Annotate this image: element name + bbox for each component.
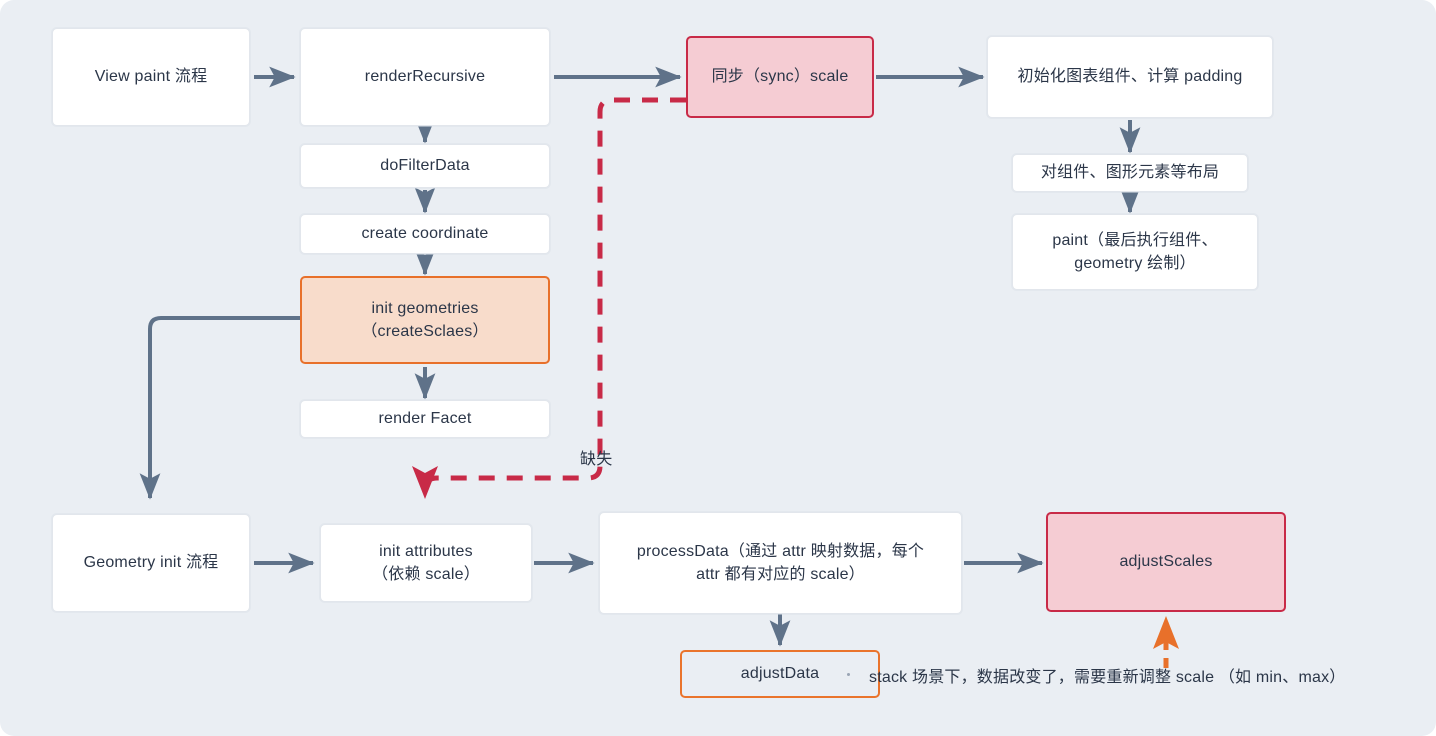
node-init-chart-components[interactable]: 初始化图表组件、计算 padding <box>987 36 1273 118</box>
node-process-data[interactable]: processData（通过 attr 映射数据，每个 attr 都有对应的 s… <box>599 512 962 614</box>
node-do-filter-data[interactable]: doFilterData <box>300 144 550 188</box>
node-init-geometries[interactable]: init geometries （createSclaes） <box>300 276 550 364</box>
node-sync-scale[interactable]: 同步（sync）scale <box>686 36 874 118</box>
node-geometry-init[interactable]: Geometry init 流程 <box>52 514 250 612</box>
node-layout-components[interactable]: 对组件、图形元素等布局 <box>1012 154 1248 192</box>
node-create-coordinate[interactable]: create coordinate <box>300 214 550 254</box>
node-render-facet[interactable]: render Facet <box>300 400 550 438</box>
node-adjust-scales[interactable]: adjustScales <box>1046 512 1286 612</box>
annotation-missing: 缺失 <box>580 451 613 468</box>
annotation-stack-note: stack 场景下，数据改变了，需要重新调整 scale （如 min、max） <box>869 669 1346 686</box>
bullet-dot-icon <box>847 673 850 676</box>
edge-initgeometries-to-geometryinit <box>139 316 300 500</box>
node-init-attributes[interactable]: init attributes （依赖 scale） <box>320 524 532 602</box>
node-view-paint[interactable]: View paint 流程 <box>52 28 250 126</box>
node-adjust-data[interactable]: adjustData <box>680 650 880 698</box>
node-render-recursive[interactable]: renderRecursive <box>300 28 550 126</box>
node-paint[interactable]: paint（最后执行组件、 geometry 绘制） <box>1012 214 1258 290</box>
